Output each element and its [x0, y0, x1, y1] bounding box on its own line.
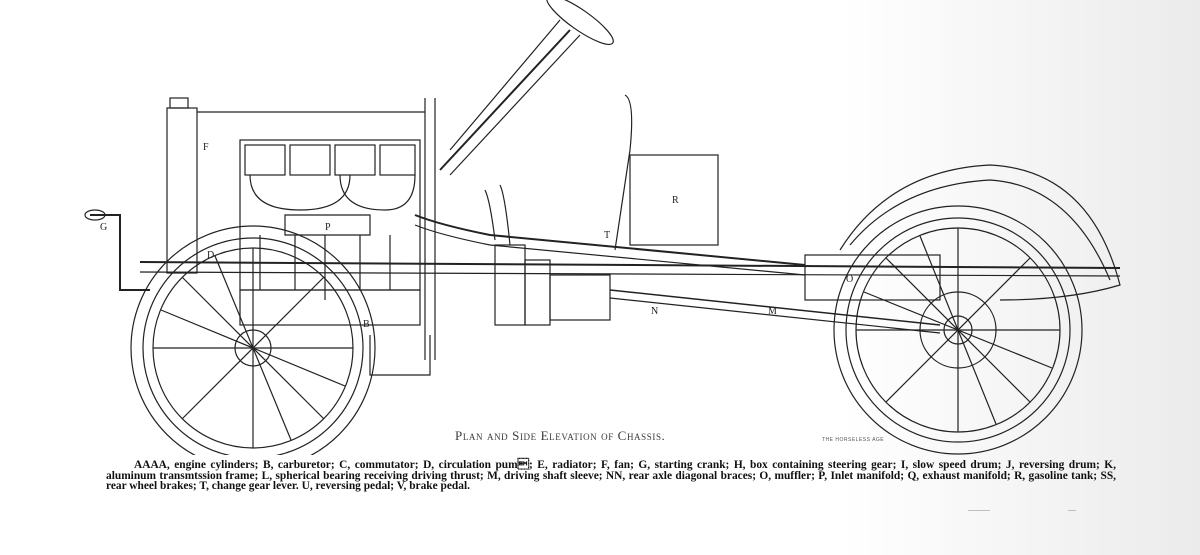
label-P: P	[325, 222, 331, 233]
label-O: O	[846, 274, 853, 285]
label-T: T	[604, 230, 610, 241]
divider-dash	[968, 510, 990, 511]
figure-credit: THE HORSELESS AGE	[822, 437, 885, 443]
front-wheel	[130, 225, 376, 455]
drive-shaft	[609, 289, 941, 326]
legend-text: AAAA, engine cylinders; B, carburetor; C…	[106, 459, 1116, 492]
figure-caption: Plan and Side Elevation of Chassis.	[455, 428, 666, 443]
starting-crank	[90, 214, 150, 291]
exhaust-pipe	[414, 214, 806, 266]
label-D: D	[207, 250, 214, 261]
label-N: N	[651, 306, 658, 317]
chassis-drawing-svg: F G D P B R T O N M	[84, 0, 1121, 455]
steering-wheel	[546, 0, 614, 45]
steering-column	[439, 29, 571, 171]
figure-legend: AAAA, engine cylinders; B, carburetor; C…	[106, 459, 1116, 492]
chassis-elevation-drawing: F G D P B R T O N M	[70, 0, 1140, 455]
pedal	[484, 189, 496, 241]
label-M: M	[768, 306, 777, 317]
transmission	[494, 244, 526, 326]
rear-fender	[839, 164, 1121, 301]
muffler	[804, 254, 941, 301]
label-F: F	[203, 142, 209, 153]
label-G: G	[100, 222, 107, 233]
rear-wheel	[833, 205, 1083, 455]
gasoline-tank	[629, 154, 719, 246]
engine-block	[239, 139, 421, 326]
label-B: B	[363, 319, 370, 330]
divider-dash	[1068, 510, 1076, 511]
label-R: R	[672, 195, 679, 206]
